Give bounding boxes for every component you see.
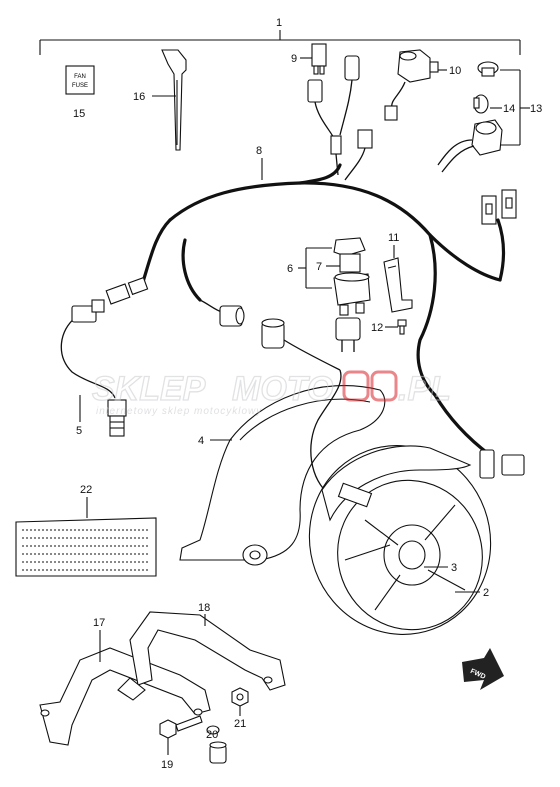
caution-label-part (15, 517, 157, 577)
assembly-bracket (39, 30, 521, 55)
harness-connector-right (481, 189, 517, 225)
callout-10[interactable]: 10 (449, 65, 461, 77)
callout-11[interactable]: 11 (388, 232, 399, 244)
callout-15[interactable]: 15 (73, 108, 85, 120)
fan-motor-wire (310, 369, 342, 496)
watermark-brand-b: MOTO (232, 370, 333, 408)
relay-cover-part (333, 237, 366, 273)
callout-20[interactable]: 20 (206, 729, 218, 741)
relay-plug (335, 317, 361, 352)
harness-connector-center (261, 318, 341, 371)
thermo-switch-part (60, 299, 127, 437)
callout-18[interactable]: 18 (198, 602, 210, 614)
callout-17[interactable]: 17 (93, 617, 105, 629)
socket-part (437, 119, 503, 173)
callout-6[interactable]: 6 (287, 263, 293, 275)
callout-5[interactable]: 5 (76, 425, 82, 437)
callout-22[interactable]: 22 (80, 484, 92, 496)
spacer-part (206, 725, 227, 764)
callout-14[interactable]: 14 (503, 103, 515, 115)
callout-8[interactable]: 8 (256, 145, 262, 157)
watermark-tagline: internetowy sklep motocyklowy (96, 406, 262, 417)
callout-12[interactable]: 12 (371, 322, 383, 334)
watermark-brand-a: SKLEP (92, 370, 206, 408)
fan-connector (479, 449, 525, 479)
watermark-logo-mark (342, 370, 398, 402)
wire-connector-top (344, 129, 373, 181)
callout-9[interactable]: 9 (291, 53, 297, 65)
callout-4[interactable]: 4 (198, 435, 204, 447)
fuse-label-line2: FUSE (72, 83, 88, 89)
callout-16[interactable]: 16 (133, 91, 145, 103)
switch-part (384, 49, 439, 121)
bracket-17-part (39, 647, 211, 746)
bracket-18-part (117, 611, 286, 701)
cable-tie-part (161, 49, 187, 151)
fan-fuse-label-part: FAN FUSE (65, 65, 95, 95)
harness-connector-left (105, 276, 149, 305)
watermark: SKLEP MOTO .PL internetowy sklep motocyk… (91, 369, 451, 417)
callout-7[interactable]: 7 (316, 261, 322, 273)
fwd-arrow-icon: FWD (462, 648, 504, 690)
relay-part (333, 272, 371, 316)
callout-21[interactable]: 21 (234, 718, 246, 730)
fan-shroud-part (179, 385, 386, 566)
relay-bracket-part (383, 257, 413, 313)
watermark-brand-c: .PL (398, 370, 451, 408)
callout-19[interactable]: 19 (161, 759, 173, 771)
callout-13[interactable]: 13 (530, 103, 542, 115)
fuse-part (311, 43, 327, 75)
screw-part (397, 319, 407, 335)
cap-part (477, 61, 499, 77)
nut-part (231, 687, 249, 707)
bulb-part (473, 94, 489, 114)
bolt-part (159, 715, 203, 739)
callout-1[interactable]: 1 (276, 17, 282, 29)
fuse-label-line1: FAN (74, 74, 86, 80)
harness-connector-middle (199, 299, 245, 327)
callout-3[interactable]: 3 (451, 562, 457, 574)
callout-2[interactable]: 2 (483, 587, 489, 599)
cooling-fan-part (308, 445, 492, 635)
